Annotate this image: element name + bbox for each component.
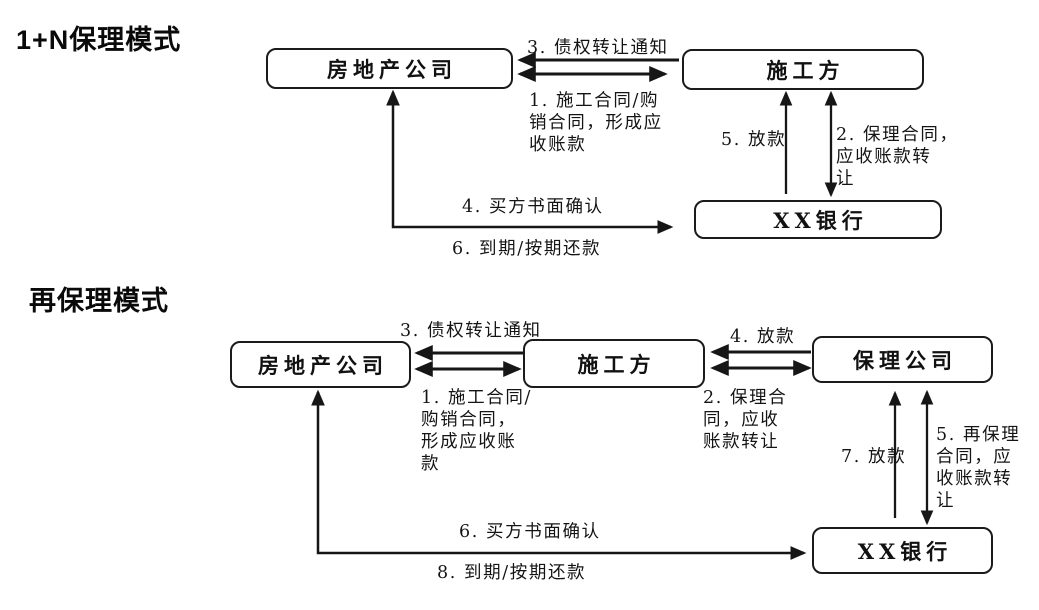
d2-label-construction-contract: 1. 施工合同/ 购销合同， 形成应收账 款 bbox=[421, 388, 532, 474]
d1-label-repayment-on-schedule: 6. 到期/按期还款 bbox=[452, 239, 602, 259]
d2-label-repayment-on-schedule: 8. 到期/按期还款 bbox=[437, 563, 587, 583]
d2-label-loan-7: 7. 放款 bbox=[841, 447, 907, 467]
diagram1-title: 1+N保理模式 bbox=[16, 25, 182, 55]
d2-label-debt-transfer-notice: 3. 债权转让通知 bbox=[400, 321, 542, 341]
d2-label-loan-4: 4. 放款 bbox=[730, 327, 796, 347]
d2-node-contractor: 施工方 bbox=[523, 339, 705, 388]
d1-label-buyer-written-confirmation: 4. 买方书面确认 bbox=[462, 197, 604, 217]
d1-label-loan: 5. 放款 bbox=[721, 130, 787, 150]
d1-label-debt-transfer-notice: 3. 债权转让通知 bbox=[527, 38, 669, 58]
d2-label-buyer-written-confirmation: 6. 买方书面确认 bbox=[459, 522, 601, 542]
d2-node-factoring-company: 保理公司 bbox=[812, 336, 993, 383]
diagram2-title: 再保理模式 bbox=[29, 286, 169, 316]
d2-node-bank: XX银行 bbox=[812, 527, 993, 574]
d1-label-construction-contract: 1. 施工合同/购 销合同，形成应 收账款 bbox=[529, 91, 663, 155]
d2-label-factoring-contract: 2. 保理合 同，应收 账款转让 bbox=[703, 388, 788, 452]
d2-node-real-estate-company: 房地产公司 bbox=[230, 341, 411, 388]
d2-label-refactoring-contract: 5. 再保理 合同，应 收账款转 让 bbox=[936, 425, 1021, 511]
d1-node-bank: XX银行 bbox=[694, 200, 942, 239]
d1-node-real-estate-company: 房地产公司 bbox=[266, 48, 513, 89]
d1-node-contractor: 施工方 bbox=[682, 49, 924, 90]
d1-label-factoring-contract: 2. 保理合同， 应收账款转 让 bbox=[836, 125, 959, 189]
